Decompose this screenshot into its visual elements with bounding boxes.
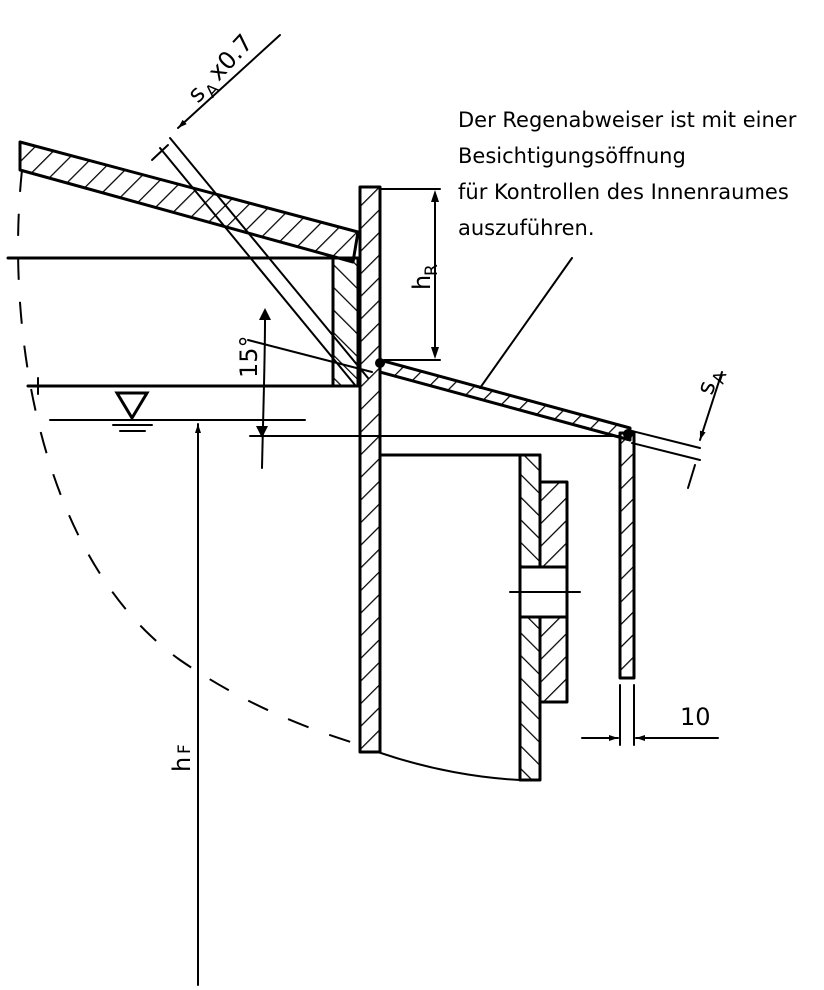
- hr-arrow-top: [431, 190, 439, 202]
- lower-arc: [377, 751, 521, 781]
- angle-arrow-bottom: [256, 426, 268, 438]
- sa07-extension-2: [169, 137, 369, 379]
- angle-label: 15°: [235, 335, 263, 378]
- gap-label: 10: [680, 703, 711, 731]
- hr-label: h R: [408, 264, 442, 290]
- sa07-dimension-line: [177, 34, 281, 129]
- angle-label-group: 15°: [235, 335, 263, 378]
- sa07-extension-1: [159, 147, 356, 386]
- sa-extension-1: [631, 430, 701, 449]
- hf-label: h F: [168, 744, 196, 772]
- drip-plate-section: [618, 431, 636, 680]
- angle-arc: [261, 319, 266, 469]
- angle-leg: [247, 339, 373, 373]
- sa-label: s A: [691, 369, 731, 398]
- note-leader-line: [479, 257, 573, 389]
- flange-upper: [538, 480, 569, 569]
- hf-label-main: h: [168, 757, 196, 772]
- wall-joint-dot: [375, 358, 385, 368]
- hf-label-sub: F: [175, 744, 195, 754]
- sa-dimension-line: [699, 371, 723, 441]
- flange-lower: [538, 615, 569, 704]
- sa07-label: s A x0.7: [182, 29, 259, 108]
- note-line-4: auszuführen.: [458, 216, 595, 240]
- note-line-2: Besichtigungsöffnung: [458, 144, 686, 168]
- angle-arrow-top: [259, 308, 271, 320]
- note-line-3: für Kontrollen des Innenraumes: [458, 180, 789, 204]
- hr-label-sub: R: [422, 264, 442, 276]
- sa-extension-2: [631, 442, 701, 461]
- note-line-1: Der Regenabweiser ist mit einer: [458, 108, 797, 132]
- sa07-dimension-tail: [151, 144, 169, 161]
- cut-boundary-arc: [17, 169, 361, 746]
- sa-dimension-tail: [687, 464, 696, 489]
- main-wall-section: [358, 185, 382, 754]
- hr-label-main: h: [408, 275, 436, 290]
- sa07-label-tail: x0.7: [202, 29, 258, 86]
- hr-arrow-bottom: [431, 347, 439, 359]
- water-level-triangle: [114, 391, 150, 421]
- deflector-edge-dot: [623, 429, 633, 439]
- rain-deflector-section: [378, 358, 632, 442]
